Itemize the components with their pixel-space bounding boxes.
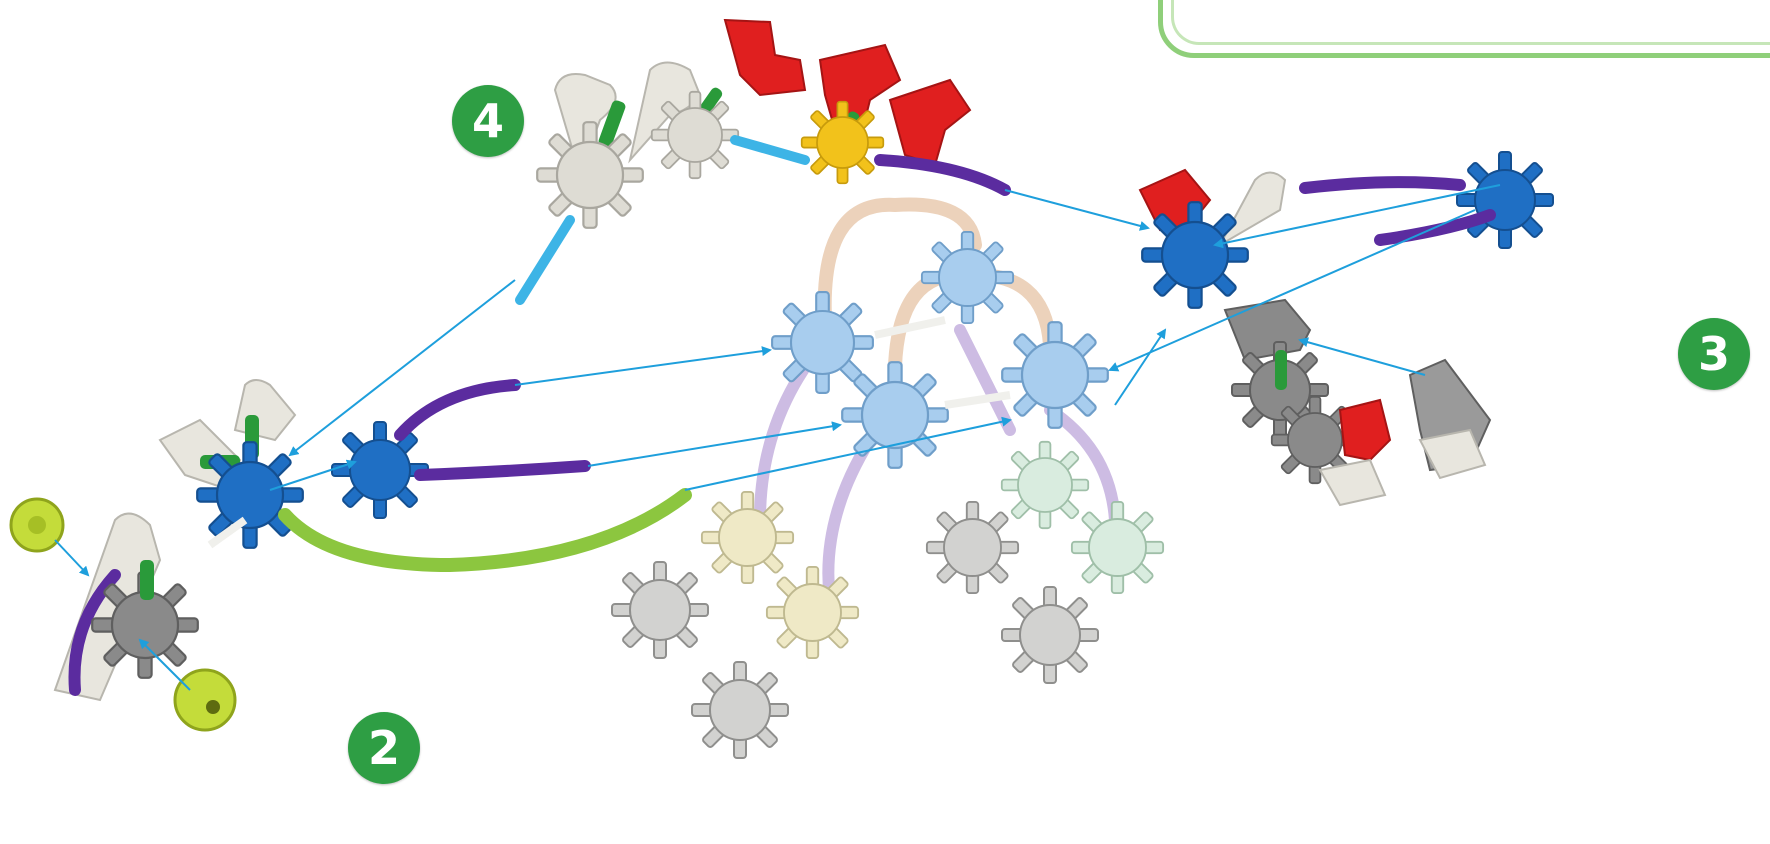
- body-assembly: [611, 197, 1165, 759]
- arrow: [1114, 328, 1167, 406]
- purple-rod: [1374, 209, 1496, 246]
- white-angle-rod: [1418, 428, 1487, 480]
- arrow: [54, 539, 90, 577]
- mint-hub: [1070, 500, 1165, 595]
- purple-rod: [394, 379, 521, 441]
- instruction-panel-frame: [1158, 0, 1770, 58]
- lavender-rod: [754, 354, 816, 526]
- arrow: [587, 421, 842, 467]
- step-3-badge: 3: [1678, 318, 1750, 390]
- head-assembly: [9, 379, 692, 732]
- blue-hub: [196, 441, 304, 549]
- ball-end-hole: [206, 700, 220, 714]
- cream-hub: [700, 490, 795, 585]
- gray-angle-rod: [1223, 298, 1312, 362]
- mint-hub: [1000, 440, 1090, 530]
- gray-foot-hub: [611, 561, 709, 659]
- gray-foot-hub: [925, 500, 1020, 595]
- arrow: [1004, 189, 1150, 231]
- gray-foot-hub: [1001, 586, 1099, 684]
- arrow: [514, 346, 772, 386]
- red-clip: [888, 78, 972, 167]
- arrow: [269, 459, 357, 491]
- instruction-panel-inner-border: [1171, 0, 1770, 45]
- white-angle-rod: [1318, 458, 1387, 507]
- cream-hub: [765, 565, 860, 660]
- arrow: [138, 638, 191, 691]
- blue-hub: [1141, 201, 1249, 309]
- step4-assembly: [515, 18, 1011, 305]
- lime-rod: [278, 488, 692, 573]
- tan-arch-rod: [817, 197, 982, 327]
- red-clip: [1338, 398, 1392, 462]
- white-rod: [207, 516, 248, 549]
- cyan-rod: [730, 135, 810, 165]
- white-angle-rod: [1217, 171, 1287, 248]
- green-rod: [140, 560, 154, 600]
- arrow: [1298, 337, 1426, 376]
- white-hub: [650, 90, 740, 180]
- lavender-rod: [822, 434, 876, 606]
- green-rod: [598, 100, 626, 148]
- wheel-hub-center: [28, 516, 46, 534]
- white-rod: [874, 316, 946, 339]
- step-2-badge: 2: [348, 712, 420, 784]
- lightblue-hub: [920, 230, 1015, 325]
- blue-hub: [331, 421, 429, 519]
- yellow-hub: [800, 100, 885, 185]
- step-4-badge: 4: [452, 85, 524, 157]
- arrow: [1108, 209, 1476, 372]
- arrow: [684, 416, 1012, 491]
- red-clip: [723, 18, 807, 97]
- purple-rod: [68, 569, 121, 696]
- blue-hub: [1456, 151, 1554, 249]
- ball-end-icon: [173, 668, 237, 732]
- white-hub: [536, 121, 644, 229]
- purple-rod: [414, 460, 591, 481]
- arrow: [288, 279, 516, 457]
- white-angle-rod: [233, 379, 297, 442]
- purple-rod: [874, 154, 1011, 196]
- lightblue-hub: [1001, 321, 1109, 429]
- cyan-rod: [515, 215, 575, 305]
- arrow: [1213, 184, 1501, 249]
- gray-foot-hub: [691, 661, 789, 759]
- assembly-arrows: [54, 184, 1501, 691]
- green-rod: [1275, 350, 1287, 390]
- white-rod: [944, 391, 1011, 409]
- purple-rod: [1299, 176, 1466, 194]
- step3-assembly: [1138, 151, 1554, 507]
